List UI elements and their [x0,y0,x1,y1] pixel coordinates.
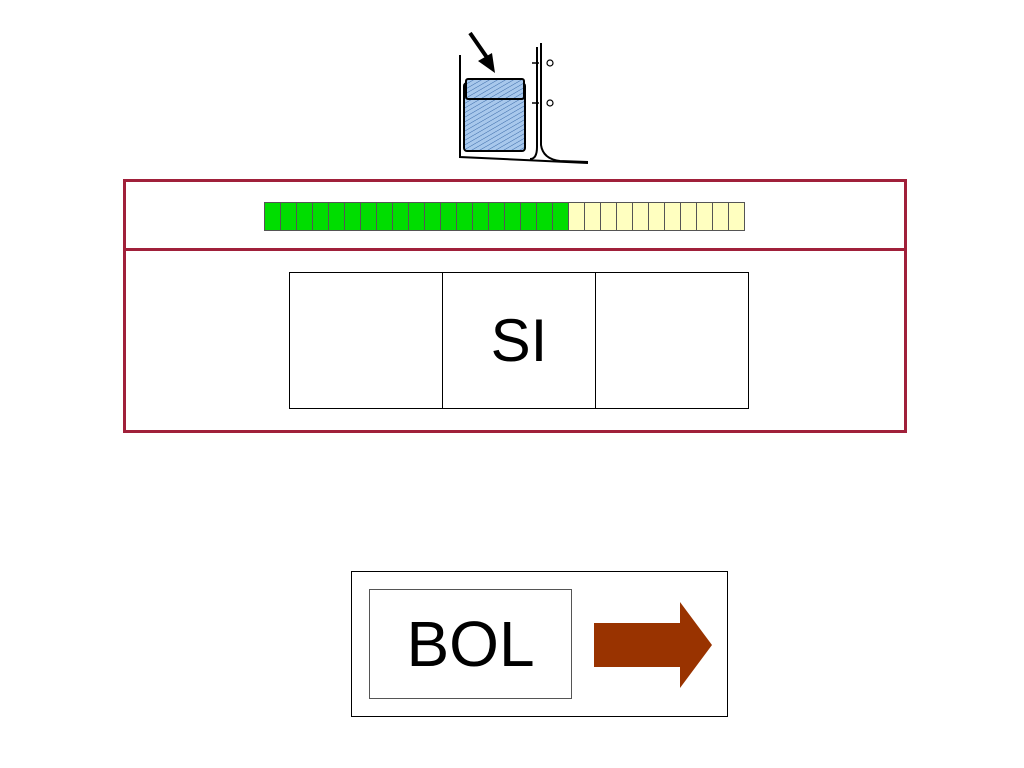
progress-segment-remaining [681,202,697,231]
syllable-slot-1[interactable] [289,272,443,409]
progress-segment-complete [425,202,441,231]
progress-segment-complete [281,202,297,231]
word-label: BOL [369,589,572,699]
syllable-row: SI [289,272,749,409]
syllable-slot-3[interactable] [595,272,749,409]
progress-segment-complete [521,202,537,231]
progress-segment-complete [457,202,473,231]
progress-segment-complete [409,202,425,231]
progress-segment-complete [393,202,409,231]
syllable-slot-2[interactable]: SI [442,272,596,409]
activity-panel: SI [123,179,907,433]
progress-bar [264,202,745,231]
progress-segment-complete [553,202,569,231]
progress-segment-remaining [713,202,729,231]
panel-divider [126,248,904,251]
progress-segment-remaining [697,202,713,231]
progress-segment-remaining [665,202,681,231]
progress-segment-complete [441,202,457,231]
progress-segment-complete [473,202,489,231]
progress-segment-remaining [649,202,665,231]
progress-segment-complete [265,202,281,231]
progress-segment-remaining [729,202,745,231]
progress-segment-complete [345,202,361,231]
progress-segment-complete [489,202,505,231]
word-card: BOL [351,571,728,717]
progress-segment-complete [537,202,553,231]
progress-segment-complete [313,202,329,231]
progress-segment-remaining [585,202,601,231]
progress-segment-remaining [633,202,649,231]
bag-in-box-icon [459,31,589,164]
progress-segment-complete [505,202,521,231]
progress-segment-complete [361,202,377,231]
right-arrow-icon[interactable] [594,602,712,688]
progress-segment-complete [377,202,393,231]
progress-segment-remaining [569,202,585,231]
progress-segment-complete [297,202,313,231]
progress-segment-remaining [601,202,617,231]
progress-segment-complete [329,202,345,231]
progress-segment-remaining [617,202,633,231]
